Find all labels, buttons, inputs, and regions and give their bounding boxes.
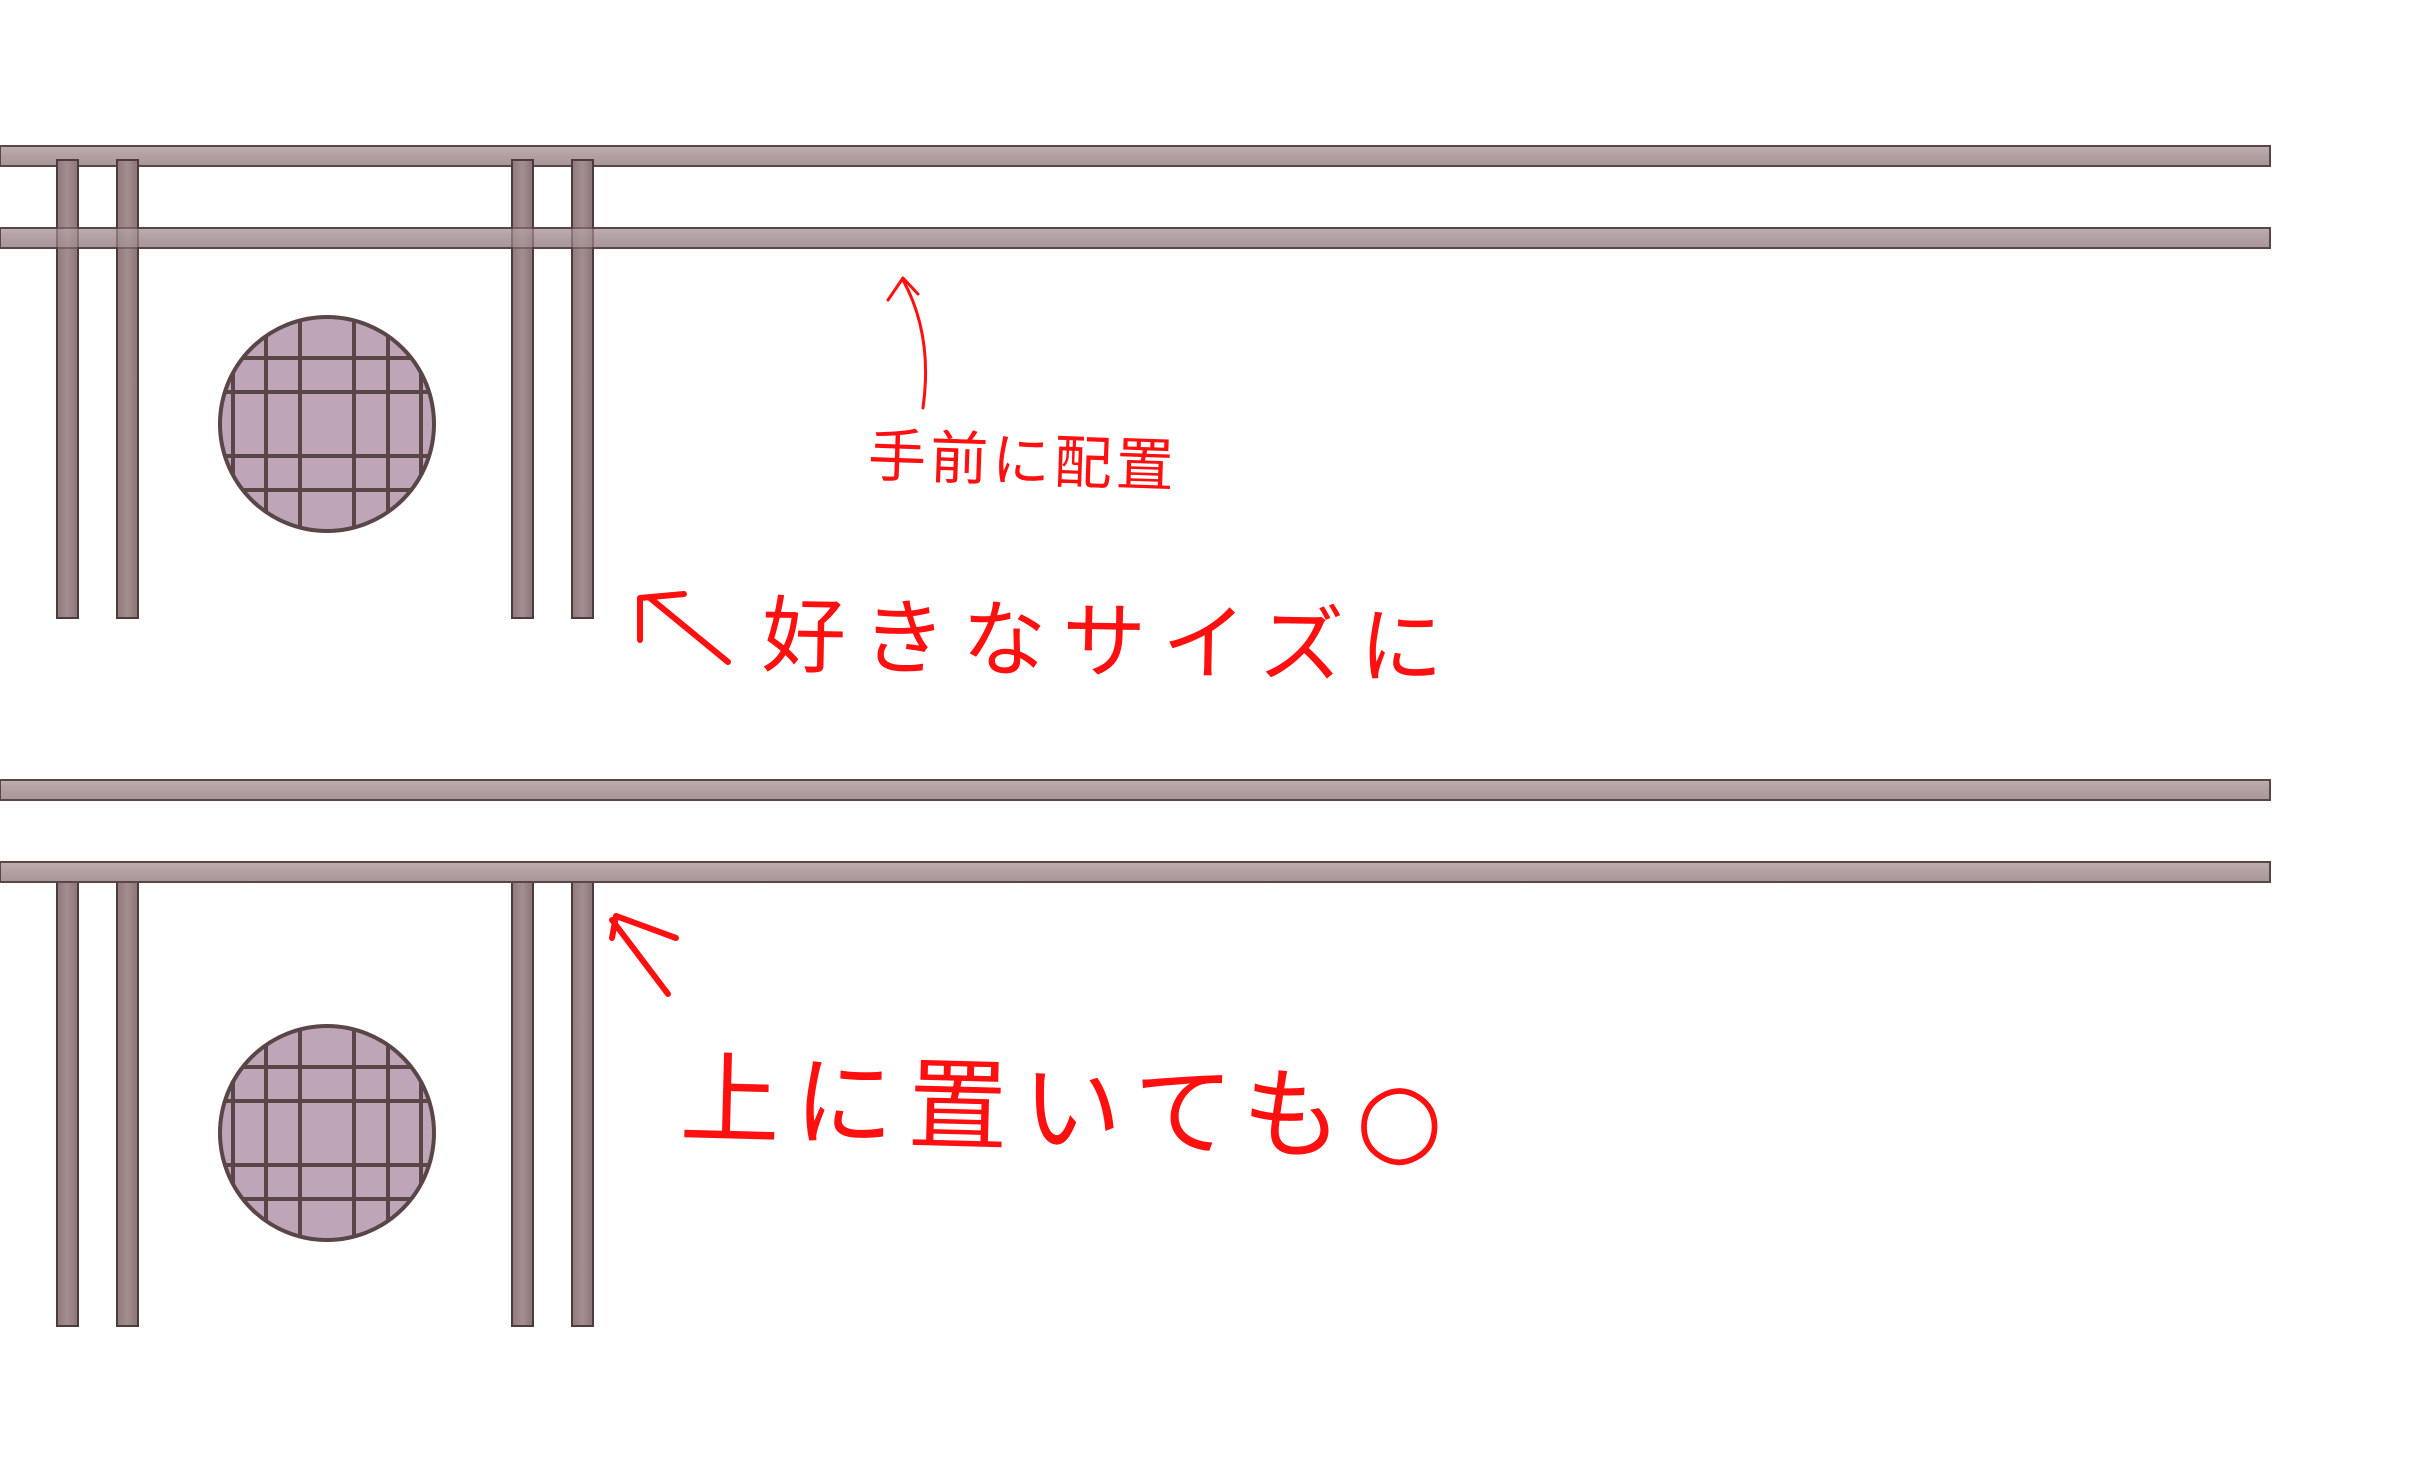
top-panel <box>0 145 2271 619</box>
bottom-post-right-2 <box>571 865 594 1327</box>
annotation-front-placement: 手前に配置 <box>866 421 1180 501</box>
bottom-post-left-2 <box>116 865 139 1327</box>
bottom-beam-upper <box>0 779 2271 801</box>
top-round-window <box>218 315 436 533</box>
arrow-front-placement <box>886 276 927 410</box>
bottom-beam-lower <box>0 861 2271 883</box>
top-beam-lower-front <box>0 227 2271 249</box>
arrow-above <box>609 913 679 997</box>
top-post-left-1 <box>56 159 79 619</box>
top-post-right-1 <box>511 159 534 619</box>
bottom-post-left-1 <box>56 865 79 1327</box>
bottom-panel <box>0 779 2271 1327</box>
top-post-right-2 <box>571 159 594 619</box>
top-post-left-2 <box>116 159 139 619</box>
bottom-post-right-1 <box>511 865 534 1327</box>
bottom-round-window <box>218 1024 436 1242</box>
arrow-size <box>637 591 731 665</box>
annotation-place-above: 上に置いても○ <box>678 1040 1459 1179</box>
annotation-any-size: 好きなサイズに <box>761 586 1461 698</box>
top-beam-upper <box>0 145 2271 167</box>
